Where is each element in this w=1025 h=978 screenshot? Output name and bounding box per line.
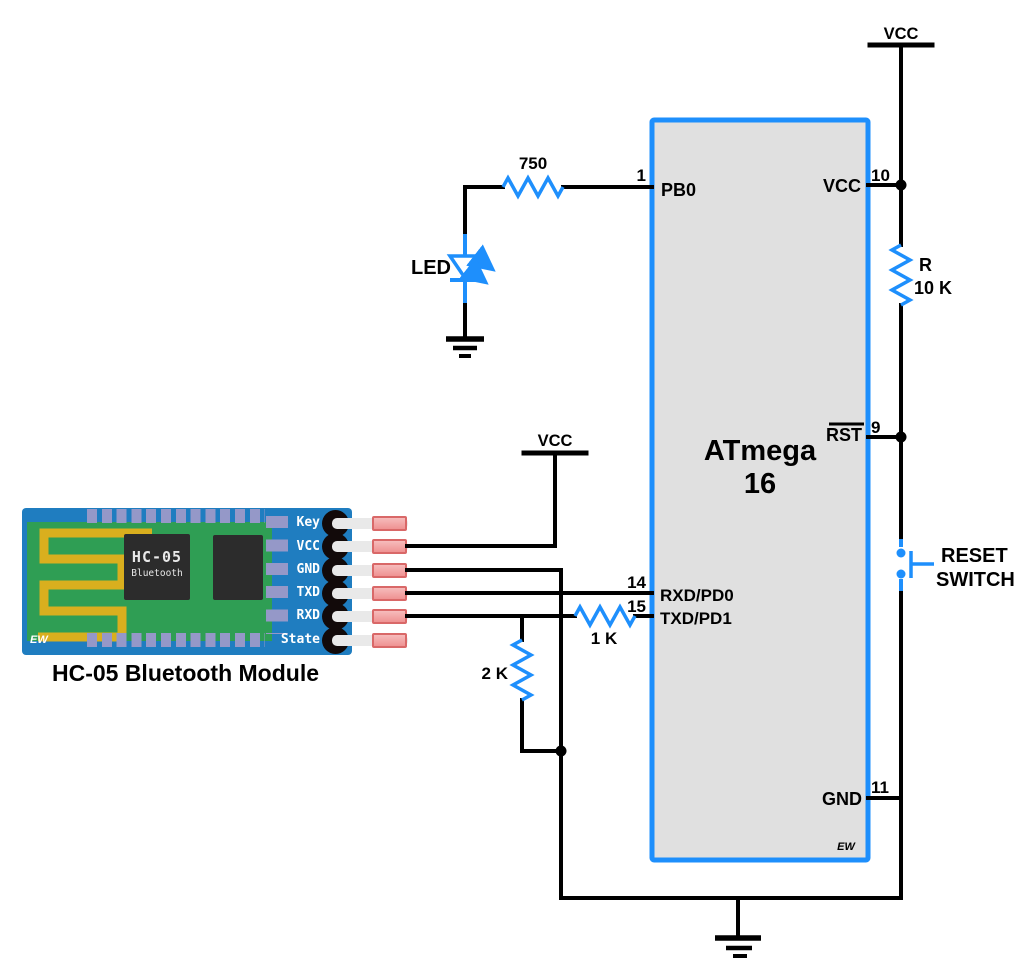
- hc05-module: HC-05 Bluetooth EW Key VCC GND: [22, 508, 408, 655]
- led-triangle: [446, 254, 484, 282]
- pin10-number: 10: [871, 166, 890, 185]
- pin-tip: [372, 585, 407, 601]
- ic-name-line1: ATmega: [704, 435, 817, 467]
- resistor-750-zigzag: [501, 174, 565, 200]
- pullup-ref-label: R: [919, 255, 932, 275]
- hc05-top-pads: [87, 509, 265, 523]
- hc05-bluetooth-chip: HC-05 Bluetooth: [124, 534, 190, 600]
- ic-name-line2: 16: [744, 468, 776, 500]
- resistor-1k-zigzag: [573, 603, 637, 629]
- hc05-antenna-trace: [38, 528, 152, 642]
- atmega16-ic-body: [649, 117, 871, 863]
- pin-label-key: Key: [296, 515, 320, 530]
- pin-shaft: [332, 564, 408, 576]
- pin-tip: [372, 632, 407, 648]
- pin-shaft: [332, 541, 408, 552]
- reset-switch-label-line2: SWITCH: [936, 569, 1015, 591]
- pin-label-txd: TXD: [296, 585, 320, 600]
- pullup-value-label: 10 K: [914, 278, 952, 298]
- hc05-secondary-chip: [213, 535, 263, 600]
- resistors: [501, 174, 914, 702]
- pin-shaft: [332, 634, 408, 646]
- pin-tip: [372, 515, 407, 531]
- wire-2k-bottom: [520, 698, 563, 753]
- pin9-number: 9: [871, 418, 880, 437]
- pin-tip: [372, 608, 407, 624]
- wire-hc05-gnd: [405, 568, 563, 900]
- hc05-right-pads: [266, 516, 288, 634]
- pin14-number: 14: [627, 573, 646, 592]
- pin-rxd-pd0-label: RXD/PD0: [660, 586, 734, 605]
- pin-shaft: [332, 587, 408, 599]
- pin-tip: [372, 562, 407, 578]
- hc05-watermark: EW: [30, 634, 48, 646]
- pin-pb0-label: PB0: [661, 180, 696, 200]
- pin1-number: 1: [637, 166, 646, 185]
- pin-label-gnd: GND: [296, 562, 320, 577]
- resistor-2k-zigzag: [509, 638, 535, 702]
- junction-2k-gnd: [555, 745, 567, 757]
- junction-dots: [555, 179, 907, 757]
- pin-txd-pd1-label: TXD/PD1: [660, 609, 732, 628]
- vcc-mid-label: VCC: [538, 432, 573, 450]
- led-symbol: [446, 234, 496, 303]
- pin-shaft: [332, 517, 408, 529]
- led-label: LED: [411, 257, 451, 279]
- pin-label-vcc: VCC: [296, 538, 320, 554]
- resistor-750-label: 750: [519, 154, 547, 173]
- resistor-1k-label: 1 K: [591, 629, 618, 648]
- pin-label-state: State: [280, 632, 320, 647]
- led-light-arrow: [466, 244, 496, 272]
- chip-subtitle: Bluetooth: [131, 568, 183, 579]
- pin-vcc-label: VCC: [823, 176, 861, 196]
- pin-gnd-label: GND: [822, 789, 862, 809]
- pin-tip: [372, 539, 407, 554]
- ground-symbol-led: [446, 336, 484, 358]
- led-light-arrow: [459, 257, 489, 285]
- resistor-10k-zigzag: [888, 243, 914, 307]
- junction-vcc-pin10: [895, 179, 907, 191]
- hc05-bottom-pads: [87, 633, 265, 647]
- pin-shaft: [332, 610, 408, 622]
- pin-rst-label: RST: [826, 425, 862, 445]
- resistor-2k-label: 2 K: [482, 664, 509, 683]
- vcc-top-label: VCC: [884, 25, 919, 43]
- hc05-caption: HC-05 Bluetooth Module: [51, 660, 320, 686]
- ic-watermark: EW: [837, 841, 856, 853]
- reset-switch-symbol[interactable]: [896, 539, 935, 591]
- pin15-number: 15: [627, 597, 646, 616]
- pin-label-rxd: RXD: [296, 608, 320, 623]
- switch-actuator: [909, 551, 934, 578]
- pin11-number: 11: [871, 778, 889, 797]
- junction-rst: [895, 431, 907, 443]
- ground-symbol-main: [715, 935, 761, 958]
- reset-switch-label-line1: RESET: [941, 545, 1008, 567]
- chip-title: HC-05: [131, 548, 183, 566]
- wires: [405, 42, 935, 938]
